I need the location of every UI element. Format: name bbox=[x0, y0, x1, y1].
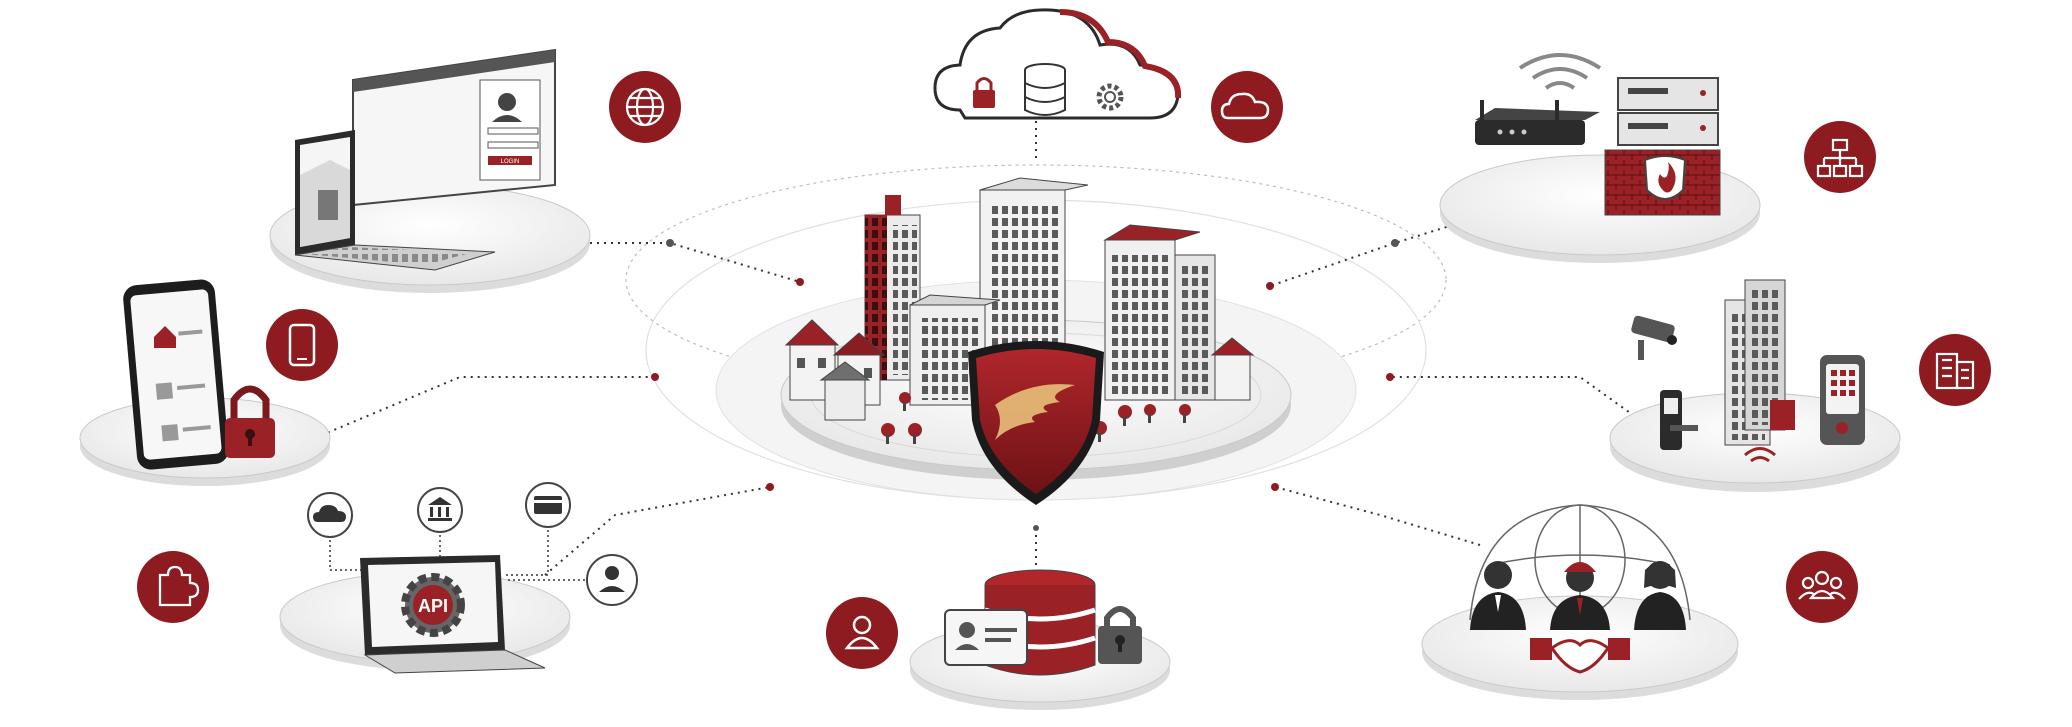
mobile-access-node bbox=[79, 279, 331, 486]
person-left-icon bbox=[1470, 561, 1526, 630]
cloud-service-icon bbox=[307, 492, 353, 538]
id-card-icon bbox=[944, 609, 1028, 666]
person-right-icon bbox=[1634, 561, 1686, 630]
database-lock-icon bbox=[1098, 606, 1142, 664]
api-label: API bbox=[418, 596, 448, 616]
right-tower bbox=[1103, 224, 1216, 401]
smart-building-node bbox=[1609, 279, 1901, 492]
database-icon bbox=[1024, 63, 1066, 116]
connector-mobile bbox=[314, 376, 655, 439]
firewall-icon bbox=[1604, 149, 1721, 216]
network-security-node bbox=[1439, 53, 1761, 263]
api-integration-node: API bbox=[279, 482, 638, 674]
mobile-badge bbox=[266, 309, 338, 381]
houses-left bbox=[784, 319, 886, 421]
access-panel-icon bbox=[1820, 355, 1865, 445]
connector-people bbox=[1274, 486, 1481, 546]
server-icon bbox=[1617, 77, 1719, 146]
cloud-icon bbox=[1220, 92, 1270, 120]
api-badge bbox=[137, 551, 209, 623]
wifi-icon bbox=[1744, 447, 1776, 463]
gear-icon bbox=[1096, 83, 1124, 111]
connector-nodes bbox=[651, 239, 1399, 531]
handshake-icon bbox=[1530, 638, 1630, 674]
smart-lock-icon bbox=[1660, 390, 1698, 450]
web-badge bbox=[609, 71, 681, 143]
login-button-label: LOGIN bbox=[501, 159, 520, 165]
network-hierarchy-icon bbox=[1816, 138, 1864, 178]
padlock-icon bbox=[225, 385, 275, 458]
user-icon bbox=[844, 615, 880, 650]
smartphone-badge-icon bbox=[288, 323, 316, 367]
team-icon bbox=[1798, 570, 1846, 600]
web-portal-node: LOGIN bbox=[269, 48, 591, 293]
person-center-icon bbox=[1550, 562, 1610, 630]
stakeholders-node bbox=[1421, 504, 1739, 700]
houses-right bbox=[1210, 337, 1255, 401]
lock-icon bbox=[973, 77, 995, 108]
smartphone-icon bbox=[123, 279, 229, 470]
connector-web bbox=[590, 242, 801, 283]
globe-icon bbox=[625, 87, 665, 127]
bank-icon bbox=[417, 487, 463, 533]
identity-badge bbox=[826, 597, 898, 669]
shield-logo bbox=[968, 341, 1104, 505]
login-button[interactable] bbox=[488, 156, 532, 165]
api-gear-icon: API bbox=[401, 573, 465, 637]
people-badge bbox=[1786, 551, 1858, 623]
central-city-hub bbox=[780, 177, 1292, 505]
network-badge bbox=[1804, 121, 1876, 193]
tower-building-icon bbox=[1724, 279, 1795, 446]
trees bbox=[881, 392, 1191, 444]
router-icon bbox=[1475, 53, 1602, 145]
cloud-badge bbox=[1211, 71, 1283, 143]
security-camera-icon bbox=[1631, 315, 1677, 360]
connector-building bbox=[1390, 376, 1641, 421]
connector-api bbox=[544, 486, 771, 576]
cloud-storage-node bbox=[933, 8, 1182, 120]
identity-data-node bbox=[909, 569, 1171, 710]
building-icon bbox=[1935, 352, 1975, 390]
building-badge bbox=[1919, 334, 1991, 406]
puzzle-icon bbox=[158, 565, 200, 607]
user-service-icon bbox=[586, 554, 638, 606]
credit-card-icon bbox=[525, 482, 571, 528]
